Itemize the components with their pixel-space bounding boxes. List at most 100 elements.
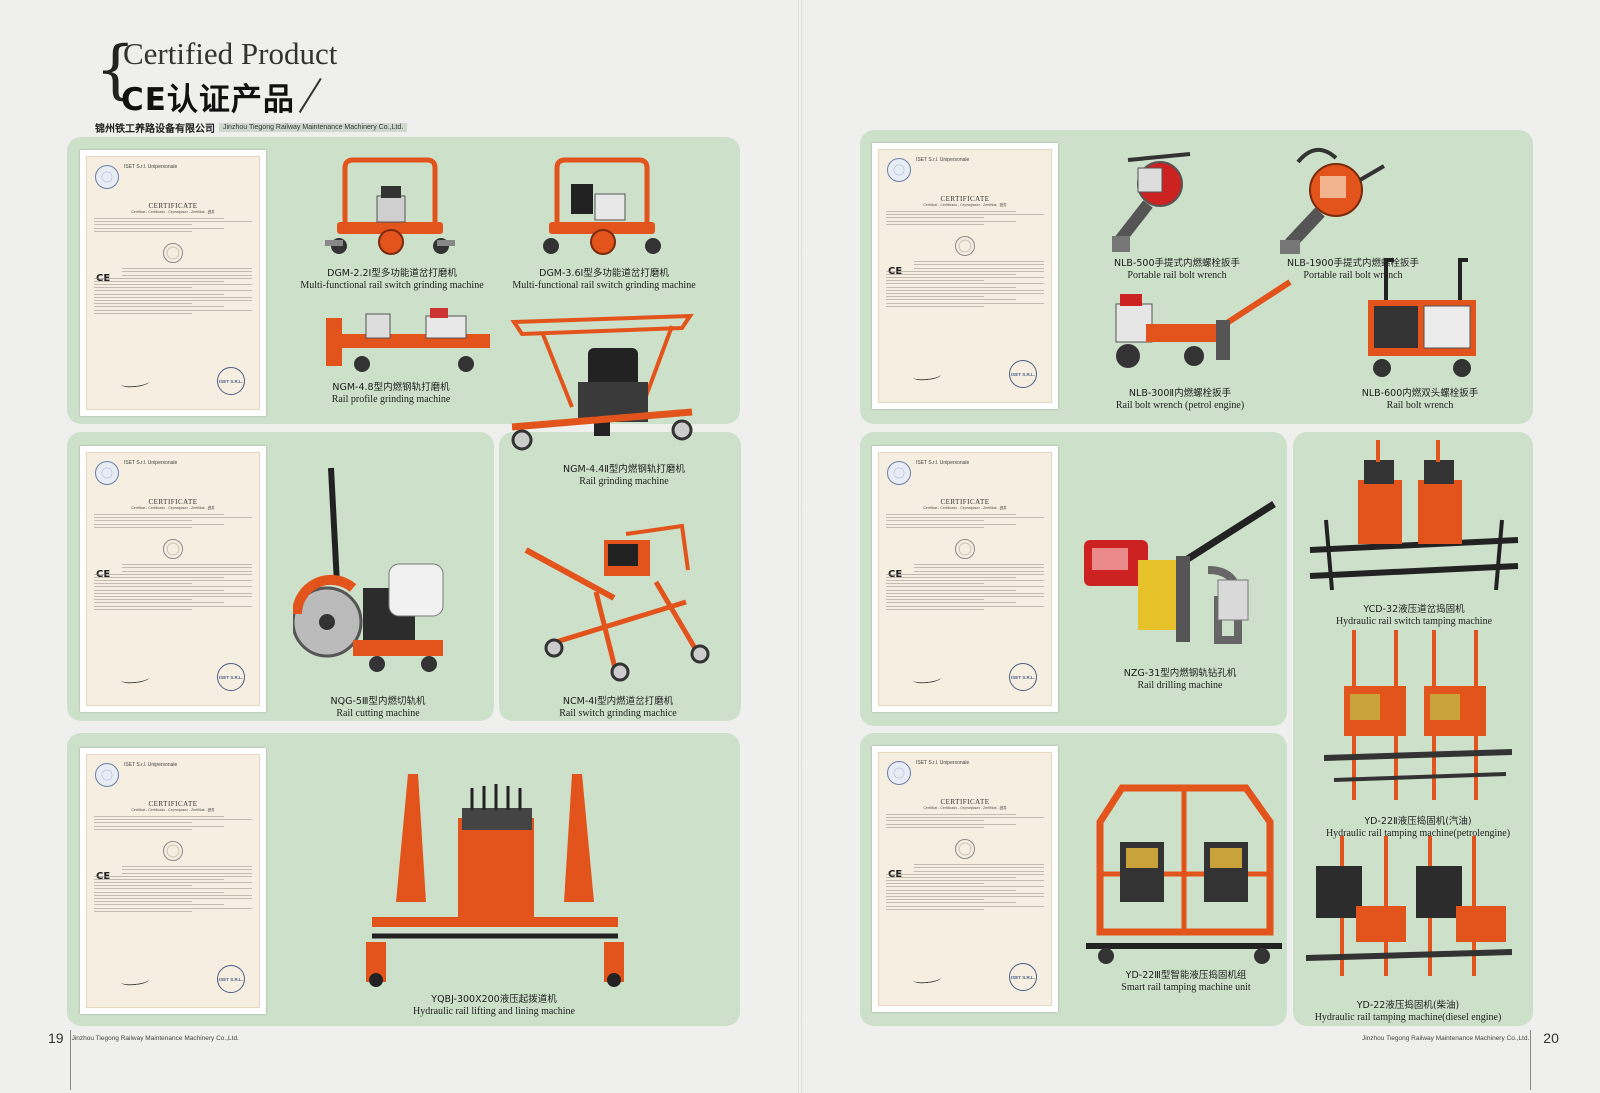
bolt-wrench-illustration: [1115, 279, 1292, 368]
signature: [120, 975, 150, 987]
signature: [912, 370, 942, 382]
product-name-en: Rail bolt wrench (petrol engine): [1115, 400, 1245, 411]
certificate-company: ISET S.r.l. Unipersonale: [124, 762, 178, 768]
grinding-machine-illustration: [543, 157, 661, 255]
product-name-cn: NGM-4.8型内燃钢轨打磨机: [332, 382, 450, 393]
iset-stamp-icon: ISET S.R.L.: [217, 965, 245, 993]
company-bar: 锦州铁工养路设备有限公司 Jinzhou Tiegong Railway Mai…: [95, 120, 408, 135]
slash-decoration: [298, 78, 322, 113]
book-spine: [798, 0, 802, 1093]
iset-stamp-icon: ISET S.R.L.: [217, 663, 245, 691]
product-name-cn: YQBJ-300X200液压起拨道机: [431, 994, 557, 1005]
product-caption: NZG-31型内燃钢轨钻孔机 Rail drilling machine: [1124, 668, 1237, 692]
title-chinese: CE认证产品: [121, 82, 295, 118]
certificate-subtitle: Certificat - Certificado - Сертификат - …: [131, 808, 215, 812]
product-name-cn: NCM-4Ⅰ型内燃道岔打磨机: [562, 696, 674, 707]
product-caption: YD-22Ⅲ型智能液压捣固机组 Smart rail tamping machi…: [1121, 970, 1250, 994]
product-name-cn: DGM-2.2Ⅰ型多功能道岔打磨机: [327, 268, 457, 279]
product-caption: NGM-4.8型内燃钢轨打磨机 Rail profile grinding ma…: [332, 382, 451, 406]
signature: [120, 377, 150, 389]
product-caption: YD-22液压捣固机(柴油) Hydraulic rail tamping ma…: [1315, 1000, 1502, 1024]
iset-stamp-icon: ISET S.R.L.: [217, 367, 245, 395]
switch-grinding-illustration: [524, 523, 710, 682]
certificate-company: ISET S.r.l. Unipersonale: [124, 164, 178, 170]
grinding-machine-illustration: [326, 308, 490, 372]
product-name-cn: NLB-500手提式内燃螺栓扳手: [1114, 258, 1240, 269]
certificate-company: ISET S.r.l. Unipersonale: [916, 157, 970, 163]
footer-divider: [70, 1030, 71, 1090]
emblem-icon: [955, 839, 975, 859]
certificate-subtitle: Certificat - Certificado - Сертификат - …: [131, 210, 215, 214]
product-caption: NLB-300Ⅱ内燃螺栓扳手 Rail bolt wrench (petrol …: [1116, 388, 1244, 412]
certificate-company: ISET S.r.l. Unipersonale: [124, 460, 178, 466]
certificate-subtitle: Certificat - Certificado - Сертификат - …: [923, 506, 1007, 510]
product-name-en: Multi-functional rail switch grinding ma…: [300, 280, 484, 291]
certificate-subtitle: Certificat - Certificado - Сертификат - …: [923, 203, 1007, 207]
ce-certificate: ISET S.r.l. Unipersonale CERTIFICATE Cer…: [872, 446, 1058, 712]
bolt-wrench-illustration: [1112, 152, 1191, 252]
product-name-cn: DGM-3.6Ⅰ型多功能道岔打磨机: [539, 268, 669, 279]
cutting-machine-illustration: [293, 467, 444, 672]
signature: [120, 673, 150, 685]
certificate-company: ISET S.r.l. Unipersonale: [916, 460, 970, 466]
product-caption: NGM-4.4Ⅱ型内燃钢轨打磨机 Rail grinding machine: [563, 464, 685, 488]
ce-certificate: ISET S.r.l. Unipersonale CERTIFICATE Cer…: [80, 446, 266, 712]
iset-stamp-icon: ISET S.R.L.: [1009, 360, 1037, 388]
product-name-en: Portable rail bolt wrench: [1303, 270, 1403, 281]
product-name-cn: YD-22Ⅱ液压捣固机(汽油): [1364, 816, 1472, 827]
product-name-cn: NLB-300Ⅱ内燃螺栓扳手: [1128, 388, 1232, 399]
product-name-en: Rail profile grinding machine: [331, 394, 451, 405]
certificate-title: CERTIFICATE: [940, 798, 990, 806]
certificate-title: CERTIFICATE: [148, 800, 198, 808]
footer-left: 19 Jinzhou Tiegong Railway Maintenance M…: [48, 1030, 239, 1090]
iset-logo-icon: [887, 761, 911, 785]
ce-certificate: ISET S.r.l. Unipersonale CERTIFICATE Cer…: [872, 746, 1058, 1012]
product-name-en: Hydraulic rail lifting and lining machin…: [413, 1006, 575, 1017]
iset-logo-icon: [887, 158, 911, 182]
footer-divider: [1530, 1030, 1531, 1090]
iset-logo-icon: [95, 461, 119, 485]
signature: [912, 673, 942, 685]
iset-stamp-icon: ISET S.R.L.: [1009, 963, 1037, 991]
product-name-cn: NQG-5Ⅲ型内燃切轨机: [330, 696, 426, 707]
product-caption: NLB-1900手提式内燃螺栓扳手 Portable rail bolt wre…: [1287, 258, 1419, 282]
product-name-cn: NGM-4.4Ⅱ型内燃钢轨打磨机: [563, 464, 685, 475]
emblem-icon: [955, 539, 975, 559]
brace-decoration: {: [95, 33, 136, 107]
emblem-icon: [163, 539, 183, 559]
ce-certificate: ISET S.r.l. Unipersonale CERTIFICATE Cer…: [872, 143, 1058, 409]
product-caption: YD-22Ⅱ液压捣固机(汽油) Hydraulic rail tamping m…: [1326, 816, 1510, 840]
product-name-en: Smart rail tamping machine unit: [1121, 982, 1251, 993]
product-name-en: Rail bolt wrench: [1386, 400, 1454, 411]
product-caption: DGM-2.2Ⅰ型多功能道岔打磨机 Multi-functional rail …: [300, 268, 483, 292]
product-name-en: Rail drilling machine: [1137, 680, 1223, 691]
product-name-cn: NLB-600内燃双头螺栓扳手: [1361, 388, 1479, 399]
bolt-wrench-illustration: [1280, 148, 1386, 254]
product-caption: NLB-500手提式内燃螺栓扳手 Portable rail bolt wren…: [1114, 258, 1240, 282]
product-name-cn: YD-22Ⅲ型智能液压捣固机组: [1125, 970, 1247, 981]
drilling-machine-illustration: [1084, 501, 1276, 644]
product-name-en: Rail cutting machine: [336, 708, 420, 719]
product-name-cn: NZG-31型内燃钢轨钻孔机: [1123, 668, 1237, 679]
tamping-machine-illustration: [1324, 630, 1512, 800]
iset-stamp-icon: ISET S.R.L.: [1009, 663, 1037, 691]
ce-certificate: ISET S.r.l. Unipersonale CERTIFICATE Cer…: [80, 748, 266, 1014]
certificate-title: CERTIFICATE: [940, 195, 990, 203]
certificate-title: CERTIFICATE: [148, 498, 198, 506]
product-caption: NLB-600内燃双头螺栓扳手 Rail bolt wrench: [1362, 388, 1478, 412]
bolt-wrench-illustration: [1368, 258, 1476, 377]
certificate-subtitle: Certificat - Certificado - Сертификат - …: [923, 806, 1007, 810]
emblem-icon: [163, 841, 183, 861]
product-name-cn: YD-22液压捣固机(柴油): [1356, 1000, 1460, 1011]
product-caption: NQG-5Ⅲ型内燃切轨机 Rail cutting machine: [331, 696, 426, 720]
iset-logo-icon: [95, 763, 119, 787]
product-name-en: Hydraulic rail tamping machine(petroleng…: [1325, 828, 1511, 839]
grinding-machine-illustration: [510, 313, 694, 451]
product-caption: YQBJ-300X200液压起拨道机 Hydraulic rail liftin…: [413, 994, 575, 1018]
product-name-en: Rail grinding machine: [579, 476, 669, 487]
product-name-en: Rail switch grinding machice: [559, 708, 677, 719]
iset-logo-icon: [887, 461, 911, 485]
product-name-en: Hydraulic rail switch tamping machine: [1335, 616, 1493, 627]
certificate-company: ISET S.r.l. Unipersonale: [916, 760, 970, 766]
certificate-title: CERTIFICATE: [940, 498, 990, 506]
